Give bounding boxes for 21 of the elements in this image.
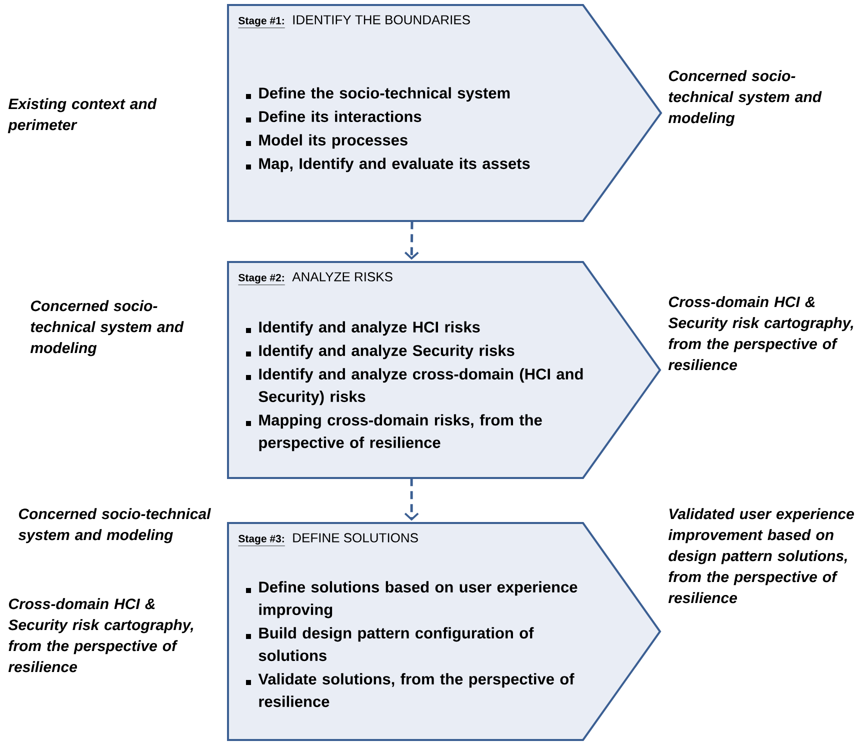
bullet-item: Identify and analyze Security risks xyxy=(246,344,514,360)
arrow xyxy=(404,221,419,260)
bullet-item: Define its interactions xyxy=(246,110,422,122)
stage-heading: Stage #3: DEFINE SOLUTIONS xyxy=(238,533,418,546)
bullet-item: Define solutions based on user experience improving xyxy=(246,581,578,618)
side-note: Concerned socio-technical system and modeling xyxy=(30,300,184,356)
arrow xyxy=(404,478,419,521)
side-note: Concerned socio-technical system and modeling xyxy=(18,508,211,544)
bullet-item: Model its processes xyxy=(246,134,408,149)
bullet-item: Validate solutions, from the perspective of resilience xyxy=(246,673,574,708)
bullet-item: Map, Identify and evaluate its assets xyxy=(246,158,530,172)
bullet-item: Build design pattern configuration of solutions xyxy=(246,627,534,662)
side-note: Existing context and perimeter xyxy=(8,98,157,134)
stage-heading: Stage #1: IDENTIFY THE BOUNDARIES xyxy=(238,15,470,28)
bullet-item: Identify and analyze cross-domain (HCI and Security) risks xyxy=(246,368,583,406)
side-note: Validated user experience improvement based on design pattern solutions, from the perspective of resilience xyxy=(668,508,854,604)
bullet-item: Identify and analyze HCI risks xyxy=(246,321,480,336)
bullet-item: Mapping cross-domain risks, from the perspective of resilience xyxy=(246,414,542,452)
bullet-item: Define the socio-technical system xyxy=(246,87,510,102)
stage-heading: Stage #2: ANALYZE RISKS xyxy=(238,272,392,286)
side-note: Cross-domain HCI & Security risk cartography, from the perspective of resilience xyxy=(8,598,194,672)
